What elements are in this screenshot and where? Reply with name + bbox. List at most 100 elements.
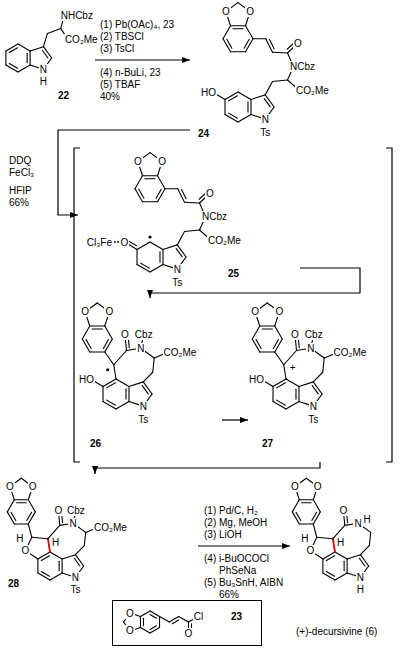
bond: [369, 532, 370, 545]
reagent-text: (5) TBAF: [99, 79, 141, 90]
bond: [107, 383, 116, 388]
bond: [292, 512, 299, 524]
bond: [227, 39, 232, 48]
reaction-arrow: [198, 545, 290, 546]
atom-label: O: [290, 481, 300, 492]
bond: [277, 400, 286, 405]
atom-label: O: [157, 156, 167, 167]
bond: [140, 628, 150, 634]
bond: [260, 325, 275, 326]
bond: [135, 189, 143, 202]
bond: [298, 387, 299, 402]
bond: [292, 500, 299, 512]
atom-label: Ts: [69, 584, 81, 595]
bond: [75, 555, 83, 566]
bond: [262, 328, 272, 329]
bond: [238, 115, 251, 123]
bond: [273, 340, 278, 349]
bond: [14, 523, 28, 524]
atom-label: N: [139, 401, 148, 412]
reagent-text: 66%: [218, 589, 240, 600]
bond: [326, 572, 334, 577]
reagent-text: (4) i-BuOCOCl: [203, 553, 270, 564]
bond: [159, 617, 160, 628]
atom-label: O: [221, 6, 231, 17]
bond: [252, 326, 260, 339]
atom-label: N: [356, 572, 365, 583]
bond: [335, 552, 347, 559]
bond: [103, 402, 116, 410]
bond: [145, 178, 155, 179]
new-bond: [48, 539, 50, 552]
bond: [103, 379, 116, 387]
atom-label: N: [309, 401, 318, 412]
bond: [225, 115, 238, 123]
bond: [86, 340, 91, 349]
bond: [251, 95, 265, 100]
compound-number: 22: [58, 90, 69, 102]
reaction-arrow: [58, 130, 190, 215]
atom-label: CO₂Me: [163, 347, 198, 358]
atom-label: N: [71, 572, 80, 583]
bond: [163, 245, 177, 250]
compound-node: 24: [190, 0, 375, 145]
bond: [223, 39, 231, 52]
bond: [177, 232, 184, 245]
atom-label: O: [245, 6, 255, 17]
bond: [105, 352, 114, 365]
bond: [275, 326, 283, 339]
bond: [105, 326, 113, 339]
atom-label: O: [274, 306, 284, 317]
bond: [32, 537, 48, 538]
bond: [17, 502, 27, 503]
bond: [265, 82, 272, 95]
bond: [229, 113, 238, 118]
bond: [299, 499, 313, 500]
atom-label: NCbz: [289, 61, 316, 72]
bond: [335, 573, 347, 580]
bond: [360, 546, 369, 555]
atom-label: Cl: [193, 611, 204, 622]
bond: [313, 512, 320, 524]
bond: [141, 263, 150, 268]
bond: [223, 26, 231, 39]
bond: [150, 626, 156, 630]
compound-node: 26: [78, 298, 222, 462]
bond: [143, 175, 158, 176]
bond: [185, 202, 200, 204]
bracket: [74, 148, 80, 462]
reaction-arrow: [95, 59, 190, 60]
bond: [150, 242, 163, 250]
bond: [273, 80, 288, 82]
bond: [160, 617, 170, 623]
bond: [172, 620, 178, 624]
bond: [246, 26, 254, 39]
bond: [323, 358, 325, 372]
bond: [5, 51, 6, 65]
compound-number: (+)-decursivine (6): [296, 626, 377, 638]
bond: [38, 573, 50, 580]
reaction-arrow: [222, 419, 248, 420]
bond: [143, 618, 144, 625]
compound-number: 25: [228, 268, 239, 280]
atom-label: NHCbz: [60, 10, 94, 21]
atom-label: H: [15, 533, 24, 544]
bond: [143, 372, 152, 382]
bond: [6, 44, 18, 51]
bond: [139, 189, 144, 198]
atom-label: H: [356, 584, 365, 595]
atom-label: Cbz: [304, 329, 324, 340]
atom-label: CO₂Me: [333, 347, 368, 358]
bond: [277, 383, 286, 388]
bond: [302, 502, 312, 503]
atom-label: H: [300, 533, 309, 544]
electron-dot: [114, 241, 116, 243]
bond: [246, 39, 254, 52]
atom-label: Ts: [171, 277, 183, 288]
compound-number: 23: [231, 611, 242, 623]
bond: [103, 340, 108, 349]
atom-label: CO₂Me: [295, 85, 330, 96]
atom-label: H: [336, 537, 345, 548]
bond: [62, 559, 63, 573]
reagent-text: (2) Mg, MeOH: [203, 517, 268, 528]
